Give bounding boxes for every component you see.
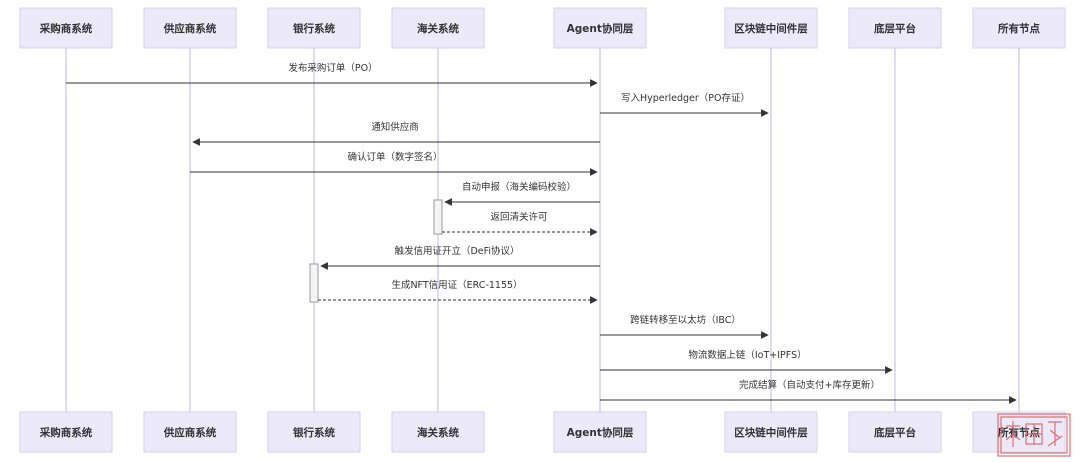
message-7: 触发信用证开立（DeFi协议） <box>320 245 600 270</box>
actors-bottom: 采购商系统 供应商系统 银行系统 海关系统 Agent协同层 区块链中间件层 底层平台 所有节… <box>19 411 1066 453</box>
activation-bars <box>309 199 443 303</box>
actor-label: 底层平台 <box>874 22 916 35</box>
actor-label: 采购商系统 <box>39 22 93 35</box>
actor-box <box>143 7 237 49</box>
actor-label: 银行系统 <box>293 22 335 35</box>
message-6: 返回清关许可 <box>442 211 598 236</box>
actor-label: 海关系统 <box>417 426 459 439</box>
message-label: 生成NFT信用证（ERC-1155） <box>391 279 522 291</box>
actor-box <box>19 7 113 49</box>
message-3: 通知供应商 <box>192 121 600 146</box>
actor-box <box>267 7 361 49</box>
watermark-logo <box>997 413 1071 457</box>
actor-label: Agent协同层 <box>567 22 634 35</box>
message-label: 物流数据上链（IoT+IPFS） <box>688 349 806 361</box>
actor-label: Agent协同层 <box>567 426 634 439</box>
actor-label: 采购商系统 <box>39 426 93 439</box>
message-11: 完成结算（自动支付+库存更新） <box>600 379 1017 404</box>
actor-customs-top: 海关系统 <box>391 7 485 49</box>
message-4: 确认订单（数字签名） <box>190 151 598 176</box>
activation-bar-customs <box>433 199 443 235</box>
actor-label: 银行系统 <box>293 426 335 439</box>
actor-supplier-bottom: 供应商系统 <box>143 411 237 453</box>
messages: 发布采购订单（PO） 写入Hyperledger（PO存证） 通知供应商确认订单（数… <box>66 62 1017 404</box>
message-label: 跨链转移至以太坊（IBC） <box>630 314 741 326</box>
actor-label: 所有节点 <box>998 22 1040 35</box>
message-10: 物流数据上链（IoT+IPFS） <box>600 349 893 374</box>
actor-platform-bottom: 底层平台 <box>848 411 942 453</box>
actor-bank-top: 银行系统 <box>267 7 361 49</box>
message-label: 通知供应商 <box>371 121 419 133</box>
actor-agent-top: Agent协同层 <box>553 7 647 49</box>
actor-label: 海关系统 <box>417 22 459 35</box>
actor-nodes-top: 所有节点 <box>972 7 1066 49</box>
actor-label: 区块链中间件层 <box>734 22 808 35</box>
actor-box <box>724 7 818 49</box>
actor-box <box>553 7 647 49</box>
activation-bar-bank <box>309 263 319 303</box>
message-9: 跨链转移至以太坊（IBC） <box>600 314 769 339</box>
actor-label: 供应商系统 <box>163 22 217 35</box>
actor-box <box>19 411 113 453</box>
actor-box <box>143 411 237 453</box>
actor-platform-top: 底层平台 <box>848 7 942 49</box>
actor-box <box>724 411 818 453</box>
actor-blockchain-top: 区块链中间件层 <box>724 7 818 49</box>
actor-agent-bottom: Agent协同层 <box>553 411 647 453</box>
actor-blockchain-bottom: 区块链中间件层 <box>724 411 818 453</box>
lifelines <box>65 48 1020 412</box>
actor-label: 区块链中间件层 <box>734 426 808 439</box>
message-2: 写入Hyperledger（PO存证） <box>600 92 769 117</box>
message-label: 返回清关许可 <box>490 211 547 223</box>
actor-purchaser-top: 采购商系统 <box>19 7 113 49</box>
actor-label: 底层平台 <box>874 426 916 439</box>
actor-box <box>391 7 485 49</box>
message-5: 自动申报（海关编码校验） <box>444 181 600 206</box>
actor-box <box>972 7 1066 49</box>
actor-customs-bottom: 海关系统 <box>391 411 485 453</box>
actor-box <box>848 411 942 453</box>
actor-bank-bottom: 银行系统 <box>267 411 361 453</box>
actor-nodes-bottom: 所有节点 <box>972 411 1066 453</box>
message-label: 确认订单（数字签名） <box>347 151 442 163</box>
actor-box <box>391 411 485 453</box>
message-8: 生成NFT信用证（ERC-1155） <box>318 279 598 304</box>
actor-label: 供应商系统 <box>163 426 217 439</box>
message-label: 发布采购订单（PO） <box>288 62 377 74</box>
actors-top: 采购商系统 供应商系统 银行系统 海关系统 Agent协同层 区块链中间件层 底层平台 所有节… <box>19 7 1066 49</box>
actor-supplier-top: 供应商系统 <box>143 7 237 49</box>
actor-box <box>848 7 942 49</box>
message-label: 写入Hyperledger（PO存证） <box>621 92 750 104</box>
actor-box <box>553 411 647 453</box>
message-label: 自动申报（海关编码校验） <box>462 181 576 193</box>
message-label: 触发信用证开立（DeFi协议） <box>394 245 519 257</box>
actor-purchaser-bottom: 采购商系统 <box>19 411 113 453</box>
actor-label: 所有节点 <box>998 426 1040 439</box>
message-1: 发布采购订单（PO） <box>66 62 598 87</box>
message-label: 完成结算（自动支付+库存更新） <box>739 379 880 391</box>
actor-box <box>267 411 361 453</box>
